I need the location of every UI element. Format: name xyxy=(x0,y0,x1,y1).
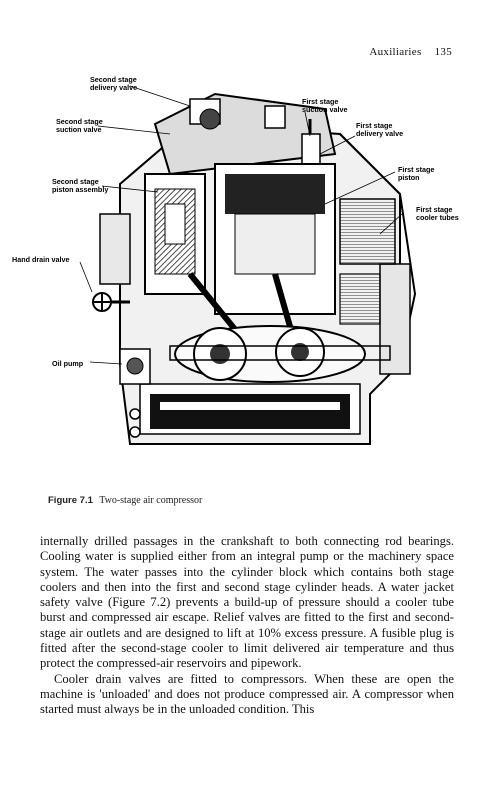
body-text: internally drilled passages in the crank… xyxy=(40,534,454,718)
paragraph: internally drilled passages in the crank… xyxy=(40,534,454,671)
label-hand-drain-valve: Hand drain valve xyxy=(12,255,70,264)
figure-number: Figure 7.1 xyxy=(48,495,93,506)
label-second-stage-delivery-valve: Second stage delivery valve xyxy=(90,75,138,92)
page-number: 135 xyxy=(434,46,452,58)
label-oil-pump: Oil pump xyxy=(52,359,84,368)
section-title: Auxiliaries xyxy=(369,46,422,58)
figure-caption: Figure 7.1 Two-stage air compressor xyxy=(48,495,202,506)
label-first-stage-cooler-tubes: First stage cooler tubes xyxy=(416,205,459,222)
paragraph: Cooler drain valves are fitted to compre… xyxy=(40,671,454,717)
label-first-stage-piston: First stage piston xyxy=(398,165,435,182)
label-first-stage-delivery-valve: First stage delivery valve xyxy=(356,121,404,138)
compressor-illustration xyxy=(79,85,417,445)
label-first-stage-suction-valve: First stage suction valve xyxy=(302,97,348,114)
label-second-stage-suction-valve: Second stage suction valve xyxy=(56,117,103,134)
figure-caption-text: Two-stage air compressor xyxy=(99,495,203,506)
compressor-figure: Second stage delivery valve First stage … xyxy=(12,64,460,484)
running-head: Auxiliaries 135 xyxy=(369,46,452,58)
label-second-stage-piston-assembly: Second stage piston assembly xyxy=(52,177,109,194)
